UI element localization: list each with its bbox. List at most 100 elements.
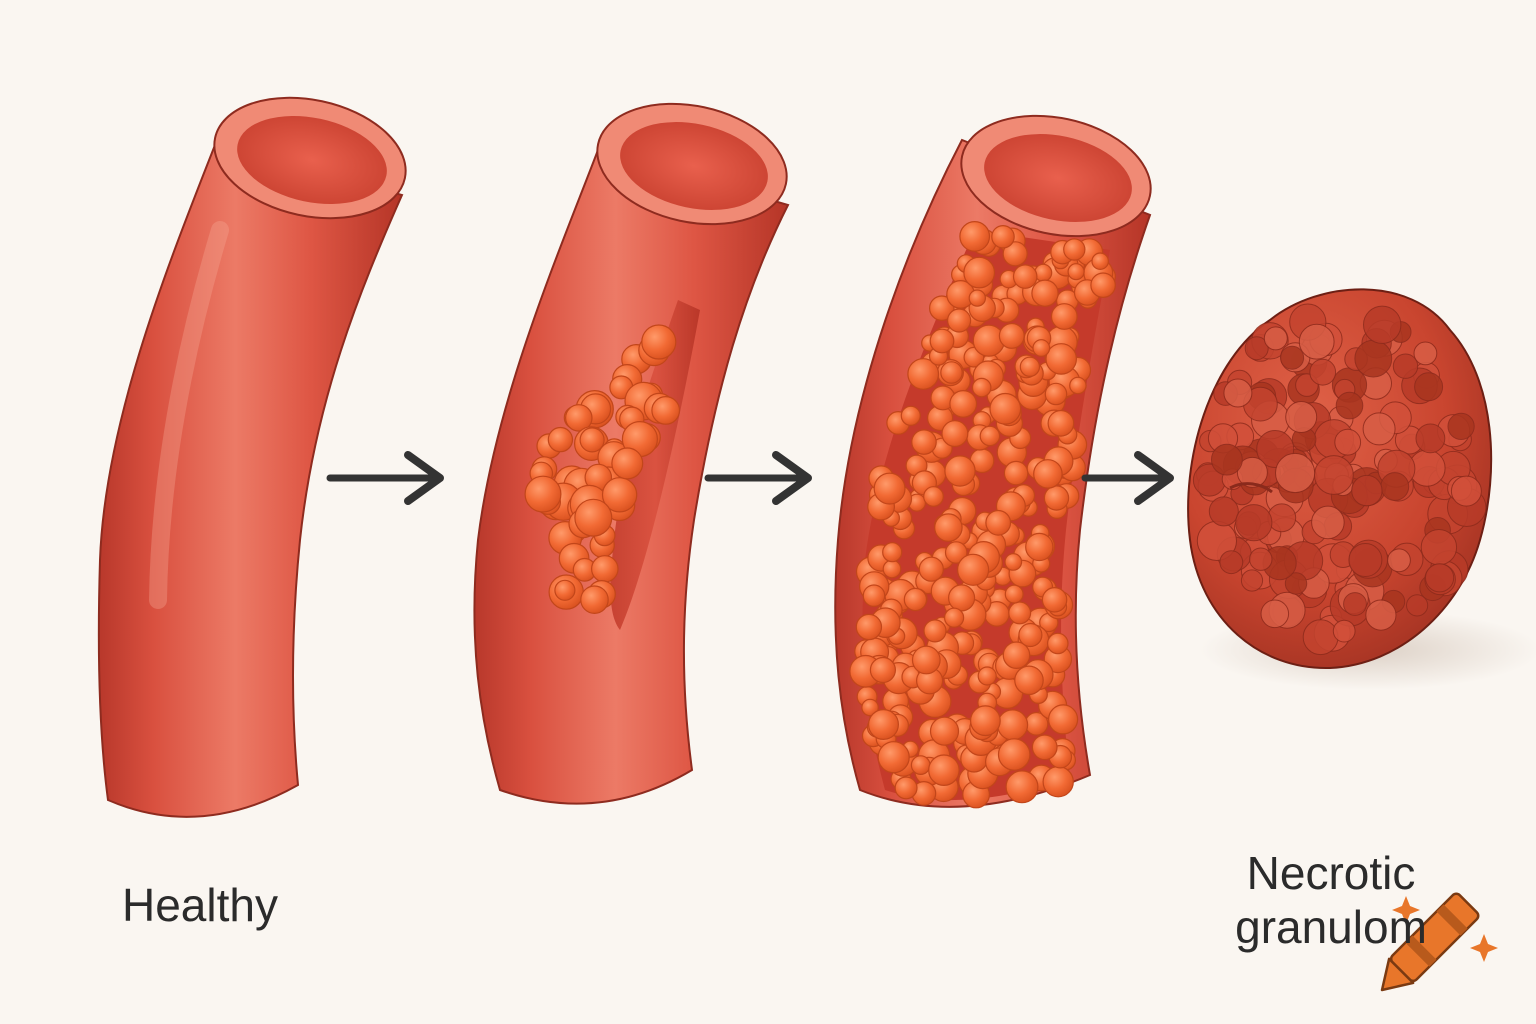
vessel-early-cut	[610, 300, 700, 630]
nodule	[861, 698, 879, 717]
nodule	[928, 295, 955, 321]
granuloma-bump	[1420, 529, 1458, 566]
granuloma-bump	[1354, 339, 1393, 378]
nodule	[1004, 553, 1023, 571]
granuloma-bump	[1211, 443, 1243, 476]
granuloma-bump	[1309, 358, 1337, 386]
granuloma-bump	[1414, 372, 1444, 402]
nodule	[877, 741, 910, 774]
granuloma-bump	[1267, 503, 1297, 533]
granuloma-bump	[1223, 378, 1253, 408]
nodule	[972, 324, 1005, 357]
nodule	[1008, 601, 1032, 625]
granuloma-bump	[1285, 401, 1318, 433]
granuloma-bump	[1302, 619, 1339, 656]
nodule	[911, 429, 937, 455]
granuloma-fissure	[1229, 482, 1273, 494]
nodule	[918, 556, 944, 582]
granuloma-bump	[1314, 455, 1354, 495]
nodule	[651, 396, 681, 425]
nodule	[989, 392, 1022, 425]
sparkle-icon	[1470, 934, 1498, 962]
nodule	[991, 225, 1015, 249]
nodule	[947, 584, 976, 612]
stage-label-final-line2: granulom	[1235, 901, 1427, 953]
granuloma-bump	[1380, 472, 1410, 501]
nodule	[1090, 272, 1116, 298]
granuloma-bump	[1219, 550, 1244, 575]
granuloma-bump	[1450, 475, 1482, 507]
arrow-right-icon	[1081, 451, 1174, 505]
nodule	[1041, 586, 1068, 613]
nodule	[940, 361, 963, 384]
granuloma-bump	[1343, 592, 1367, 616]
nodule	[547, 426, 574, 453]
nodule	[1050, 303, 1078, 330]
nodule	[1045, 343, 1077, 375]
nodule	[1004, 584, 1024, 604]
nodule	[944, 541, 968, 564]
nodule	[894, 776, 918, 800]
nodule	[959, 220, 991, 252]
nodule	[574, 498, 613, 537]
nodule	[907, 358, 940, 390]
granuloma-bump	[1387, 548, 1411, 573]
nodule	[956, 553, 990, 586]
nodule	[944, 455, 976, 487]
nodule	[1042, 766, 1074, 798]
nodule	[641, 324, 677, 360]
nodule	[929, 328, 955, 354]
nodule	[1018, 622, 1043, 648]
nodule	[1067, 263, 1085, 281]
stage-label-healthy: Healthy	[122, 879, 278, 931]
granuloma-bump	[1280, 345, 1305, 370]
granuloma-bump	[1263, 326, 1288, 351]
nodule	[1091, 252, 1109, 271]
nodule	[941, 420, 969, 448]
nodule	[910, 755, 931, 775]
nodule	[1031, 734, 1058, 761]
nodule	[971, 377, 992, 398]
nodule	[869, 656, 897, 684]
nodule	[998, 322, 1025, 349]
nodule	[1012, 264, 1038, 289]
granuloma-bump	[1334, 428, 1362, 456]
nodule	[949, 390, 978, 418]
nodule	[1047, 704, 1079, 735]
granuloma-bump	[1348, 543, 1383, 577]
granuloma-bump	[1332, 619, 1356, 643]
vessel-healthy-highlight	[149, 221, 229, 609]
nodule	[977, 666, 997, 686]
granuloma-bump	[1208, 496, 1239, 527]
nodule	[1032, 339, 1051, 357]
nodule-cluster-early	[524, 324, 681, 614]
nodule	[1002, 241, 1028, 267]
granuloma-bump	[1365, 599, 1397, 631]
nodule	[873, 472, 906, 505]
crayon-icon	[1380, 892, 1480, 992]
nodule	[882, 559, 902, 579]
granuloma-bump	[1447, 412, 1475, 440]
nodule	[996, 709, 1029, 741]
nodule	[554, 579, 576, 601]
nodule	[611, 447, 644, 480]
arrow-right-icon	[326, 451, 444, 505]
granuloma-bump	[1363, 305, 1402, 344]
granuloma-bump	[1335, 391, 1364, 420]
granuloma-bump	[1240, 569, 1264, 592]
granuloma-bump	[1244, 336, 1269, 361]
nodule	[564, 404, 593, 432]
granuloma-bump	[1235, 504, 1273, 542]
nodule	[923, 486, 944, 507]
nodule	[1031, 279, 1059, 307]
nodule	[882, 542, 903, 563]
vessel-advanced	[834, 114, 1152, 809]
nodule	[911, 645, 941, 675]
nodule	[1047, 409, 1075, 437]
granuloma-bump	[1311, 505, 1345, 540]
stage-label-final: Necrotic granulom	[1206, 846, 1456, 954]
granuloma-bump	[1392, 353, 1419, 379]
nodule	[985, 509, 1012, 536]
nodule	[590, 555, 619, 583]
arrow-right-icon	[704, 451, 812, 505]
